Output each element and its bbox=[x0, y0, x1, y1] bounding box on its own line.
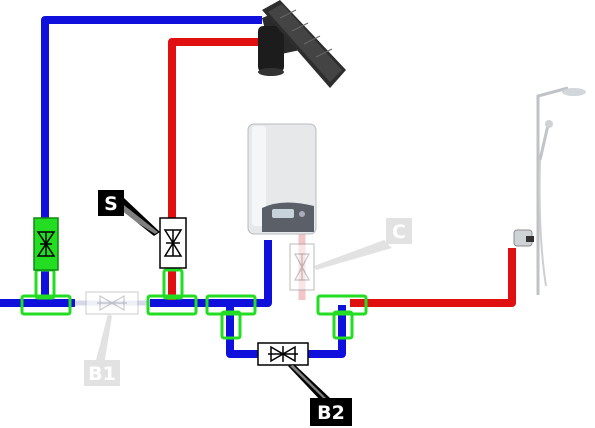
label-c: C bbox=[392, 221, 406, 243]
label-b1: B1 bbox=[88, 363, 116, 385]
solar-panel-icon bbox=[258, 0, 346, 88]
callout-b1: B1 bbox=[84, 314, 120, 386]
cold-pipe-boiler-return bbox=[150, 240, 272, 307]
hot-water-pipes bbox=[168, 38, 516, 307]
wall-boiler-icon bbox=[247, 123, 317, 235]
cold-supply-pipe-to-solar bbox=[41, 16, 262, 300]
label-b2: B2 bbox=[317, 402, 345, 424]
tee-fitting-2 bbox=[146, 294, 198, 316]
callout-b2: B2 bbox=[288, 364, 352, 426]
valve-c-icon[interactable] bbox=[289, 243, 315, 291]
valve-b1-icon[interactable] bbox=[85, 291, 139, 315]
tee-fitting-3 bbox=[205, 294, 257, 316]
hot-pipe-to-shower bbox=[350, 248, 516, 307]
shower-icon bbox=[513, 86, 586, 295]
valve-icon[interactable] bbox=[33, 217, 59, 271]
label-s: S bbox=[104, 193, 118, 215]
valve-b2-icon[interactable] bbox=[257, 342, 309, 366]
callout-c: C bbox=[314, 218, 412, 270]
tee-fitting-1 bbox=[20, 294, 72, 316]
tee-fitting-4 bbox=[316, 294, 368, 316]
valve-s-icon[interactable] bbox=[159, 217, 187, 269]
hot-pipe-from-solar bbox=[168, 38, 262, 300]
callout-s: S bbox=[98, 190, 160, 236]
